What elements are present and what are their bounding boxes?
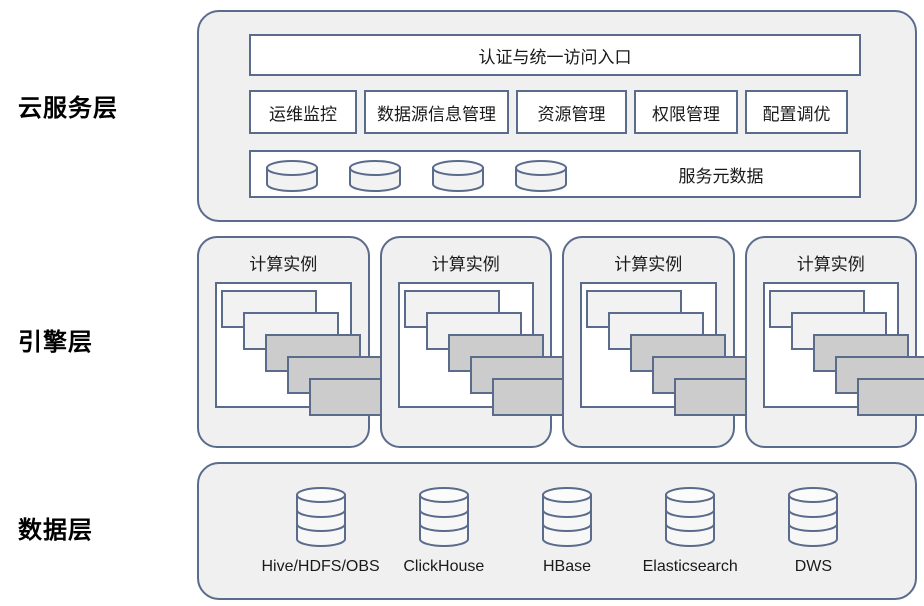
- data-store-label: ClickHouse: [403, 558, 485, 575]
- cloud-service-layer-container: 认证与统一访问入口 运维监控 数据源信息管理 资源管理 权限管理 配置调优: [197, 10, 917, 222]
- database-cylinder-icon: [665, 487, 716, 547]
- function-box-configuration-tuning[interactable]: 配置调优: [745, 90, 848, 134]
- data-store-hbase[interactable]: HBase: [505, 486, 628, 576]
- compute-instance-title: 计算实例: [796, 255, 865, 274]
- database-cylinder-icon: [418, 487, 469, 547]
- compute-instance[interactable]: 计算实例: [744, 236, 924, 448]
- metadata-cylinder-icon: [431, 160, 485, 192]
- service-metadata-bar: 服务元数据: [249, 150, 861, 198]
- access-entry-bar: 认证与统一访问入口: [249, 34, 861, 76]
- metadata-cylinder-icon: [265, 160, 319, 192]
- data-store-label: HBase: [542, 558, 592, 575]
- data-store-label: Hive/HDFS/OBS: [261, 558, 380, 575]
- compute-instance-title: 计算实例: [431, 255, 500, 274]
- layer-label-data: 数据层: [18, 517, 93, 544]
- function-box-permission-management[interactable]: 权限管理: [634, 90, 738, 134]
- compute-instance[interactable]: 计算实例: [197, 236, 405, 448]
- layer-label-cloud-service: 云服务层: [18, 95, 118, 122]
- metadata-cylinder-icon: [348, 160, 402, 192]
- data-layer-container: Hive/HDFS/OBS ClickHouse HBase: [197, 462, 917, 600]
- compute-instance[interactable]: 计算实例: [379, 236, 588, 448]
- data-store-elasticsearch[interactable]: Elasticsearch: [629, 486, 752, 576]
- compute-instance-panel: [397, 282, 588, 416]
- function-box-datasource-info-management[interactable]: 数据源信息管理: [364, 90, 509, 134]
- compute-instance-panel: [580, 282, 770, 416]
- data-store-clickhouse[interactable]: ClickHouse: [382, 486, 505, 576]
- database-cylinder-icon: [295, 487, 346, 547]
- service-metadata-label: 服务元数据: [678, 166, 764, 186]
- data-store-label: DWS: [794, 558, 833, 575]
- task-card: [856, 378, 924, 416]
- database-cylinder-icon: [788, 487, 839, 547]
- database-cylinder-icon: [542, 487, 592, 547]
- compute-instance-title: 计算实例: [614, 255, 683, 274]
- compute-instance-panel: [762, 282, 924, 416]
- compute-instance-title: 计算实例: [249, 255, 318, 274]
- function-box-ops-monitoring[interactable]: 运维监控: [249, 90, 357, 134]
- engine-layer-row: 计算实例 计算实例 计算实例 计算实例: [197, 236, 924, 448]
- compute-instance-panel: [215, 282, 405, 416]
- service-metadata-cylinder-group: [265, 160, 568, 192]
- data-store-row: Hive/HDFS/OBS ClickHouse HBase: [259, 486, 875, 576]
- function-box-resource-management[interactable]: 资源管理: [516, 90, 627, 134]
- data-store-dws[interactable]: DWS: [752, 486, 875, 576]
- data-store-hive-hdfs-obs[interactable]: Hive/HDFS/OBS: [259, 486, 382, 576]
- cloud-function-row: 运维监控 数据源信息管理 资源管理 权限管理 配置调优: [249, 90, 861, 134]
- compute-instance[interactable]: 计算实例: [562, 236, 770, 448]
- layer-label-engine: 引擎层: [18, 329, 93, 356]
- metadata-cylinder-icon: [514, 160, 568, 192]
- data-store-label: Elasticsearch: [642, 558, 738, 575]
